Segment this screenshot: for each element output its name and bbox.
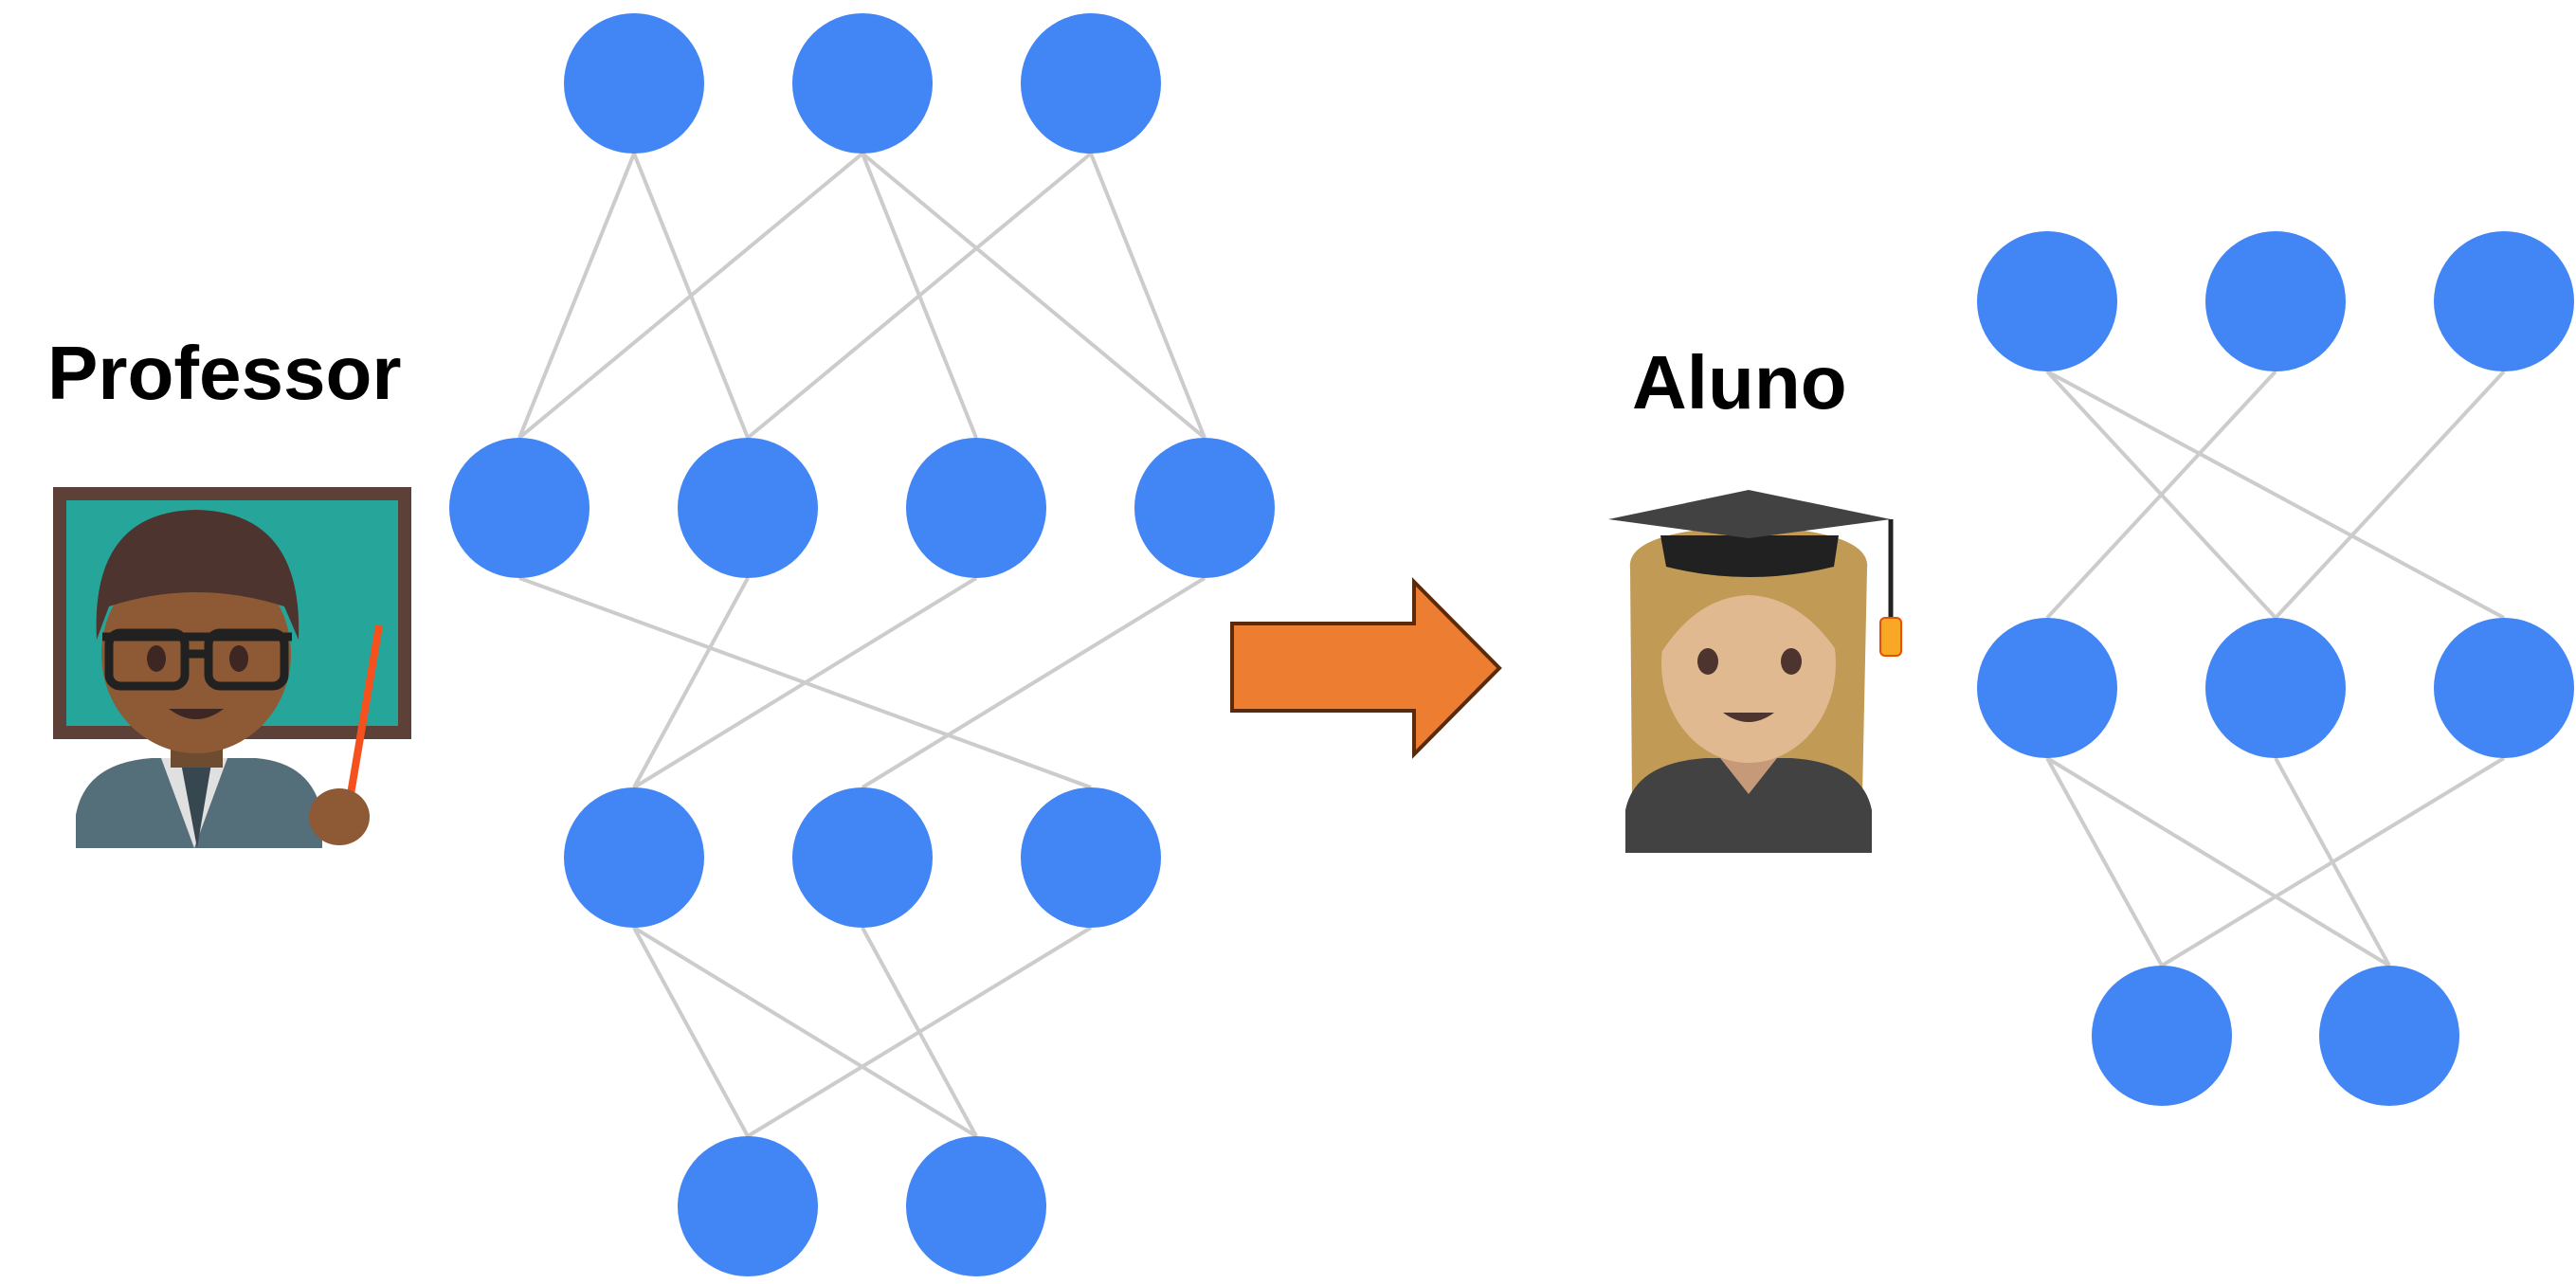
teacher-network-edge xyxy=(517,153,636,439)
teacher-network-edge xyxy=(517,152,864,440)
student-network-node xyxy=(2434,618,2574,758)
teacher-network-node xyxy=(678,1136,818,1276)
teacher-network-node xyxy=(678,438,818,578)
teacher-network-edge xyxy=(746,152,1093,440)
teacher-network-node xyxy=(449,438,590,578)
teacher-network-node xyxy=(792,787,933,928)
teacher-network-node xyxy=(1021,787,1161,928)
student-network-node xyxy=(1977,231,2117,371)
student-network-edge xyxy=(2045,370,2277,620)
student-network-node xyxy=(2092,966,2232,1106)
student-network-node xyxy=(2319,966,2459,1106)
teacher-network-node xyxy=(906,1136,1046,1276)
teacher-network-edge xyxy=(632,927,750,1137)
teacher-network-edge xyxy=(1089,153,1206,439)
student-network-edge xyxy=(2160,756,2506,968)
student-network-edge xyxy=(2274,370,2506,620)
right-arrow-icon xyxy=(1230,577,1502,759)
teacher-network-nodes xyxy=(449,13,1275,1276)
teacher-network-node xyxy=(564,787,704,928)
teacher-network-edge xyxy=(861,152,1206,440)
teacher-label: Professor xyxy=(47,331,402,415)
teacher-network-edge xyxy=(746,926,1093,1138)
teacher-network-edges xyxy=(517,152,1206,1138)
student-network-edges xyxy=(2045,370,2506,968)
teacher-network-node xyxy=(1134,438,1275,578)
student-network-node xyxy=(2205,618,2346,758)
student-label: Aluno xyxy=(1632,340,1847,425)
teacher-network-node xyxy=(1021,13,1161,154)
teacher-network-edge xyxy=(632,577,750,788)
student-network-node xyxy=(2205,231,2346,371)
student-network-edge xyxy=(2045,756,2391,968)
woman-student-emoji-icon xyxy=(1608,490,1902,853)
student-network-edge xyxy=(2045,757,2164,967)
teacher-network-node xyxy=(906,438,1046,578)
teacher-network-edge xyxy=(632,926,978,1138)
student-network-node xyxy=(1977,618,2117,758)
teacher-network-node xyxy=(564,13,704,154)
teacher-network-edge xyxy=(632,576,978,789)
man-teacher-emoji-icon xyxy=(53,487,411,848)
teacher-network-node xyxy=(792,13,933,154)
student-network-edge xyxy=(2046,370,2505,620)
teacher-network-edge xyxy=(861,576,1206,789)
student-network-nodes xyxy=(1977,231,2574,1106)
student-network-node xyxy=(2434,231,2574,371)
